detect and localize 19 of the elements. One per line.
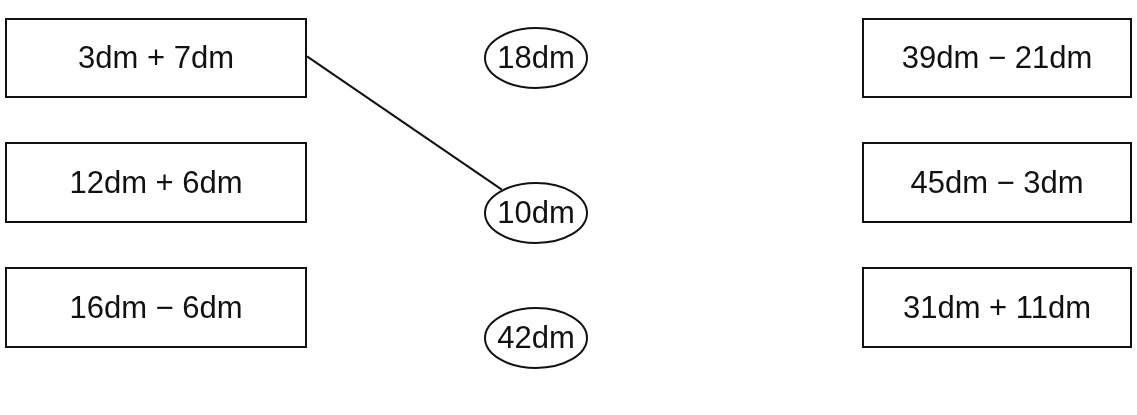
answer-ellipse: [484, 182, 588, 244]
expression-box: [862, 267, 1132, 348]
expression-text: 3dm + 7dm: [78, 40, 234, 76]
expression-text: 10dm: [497, 195, 575, 231]
expression-text: 45dm − 3dm: [910, 164, 1084, 201]
answer-ellipse: [484, 27, 588, 89]
connector-line: [306, 55, 503, 191]
expression-box: [862, 18, 1132, 98]
expression-box: [862, 142, 1132, 223]
expression-box: [5, 18, 307, 98]
expression-text: 42dm: [497, 320, 575, 356]
expression-text: 16dm − 6dm: [69, 289, 243, 326]
expression-box: [5, 267, 307, 348]
expression-box: [5, 142, 307, 223]
expression-text: 39dm − 21dm: [901, 40, 1093, 76]
expression-text: 12dm + 6dm: [69, 164, 243, 201]
expression-text: 18dm: [497, 40, 575, 76]
answer-ellipse: [484, 307, 588, 369]
expression-text: 31dm + 11dm: [902, 289, 1092, 326]
